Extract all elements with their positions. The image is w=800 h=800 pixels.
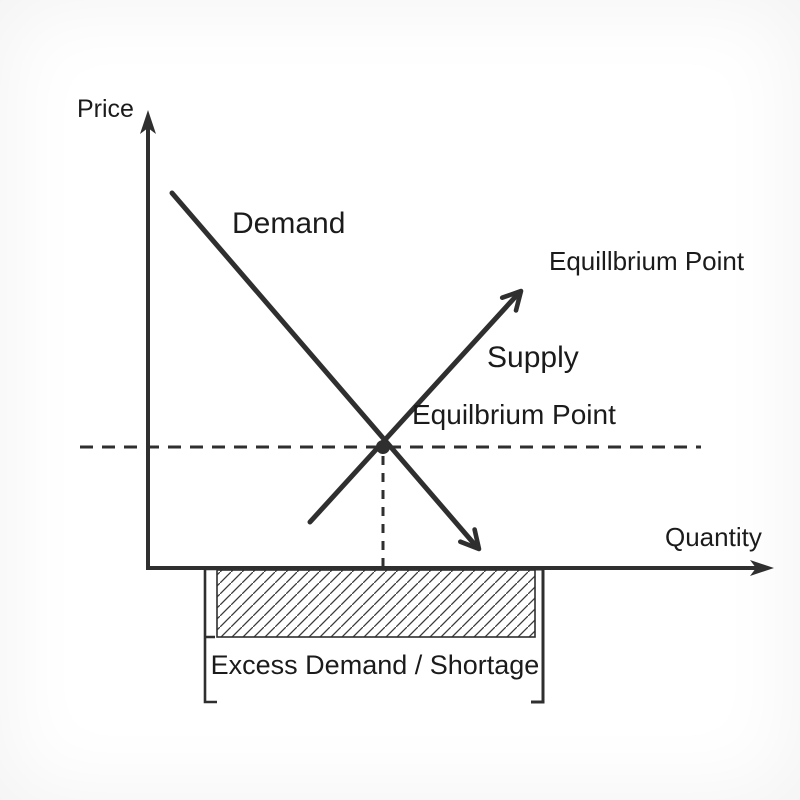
- supply-curve: [307, 291, 521, 525]
- x-axis-arrowhead: [750, 560, 774, 576]
- demand-curve: [169, 190, 479, 549]
- quantity-axis-label: Quantity: [665, 522, 762, 552]
- equilibrium-point-label: Equilbrium Point: [412, 399, 616, 430]
- y-axis-arrowhead: [140, 110, 156, 134]
- shortage-region-label: Excess Demand / Shortage: [210, 650, 540, 680]
- shortage-hatched-region: [216, 569, 536, 638]
- demand-curve-label: Demand: [232, 207, 346, 240]
- supply-curve-label: Supply: [487, 341, 579, 374]
- shortage-left-bracket: [203, 567, 217, 704]
- supply-curve-arrowhead: [499, 288, 524, 313]
- equilibrium-callout-label: Equillbrium Point: [549, 246, 745, 276]
- demand-curve-arrowhead: [458, 527, 482, 552]
- price-axis-label: Price: [77, 95, 134, 123]
- equilibrium-point-dot: [376, 440, 390, 454]
